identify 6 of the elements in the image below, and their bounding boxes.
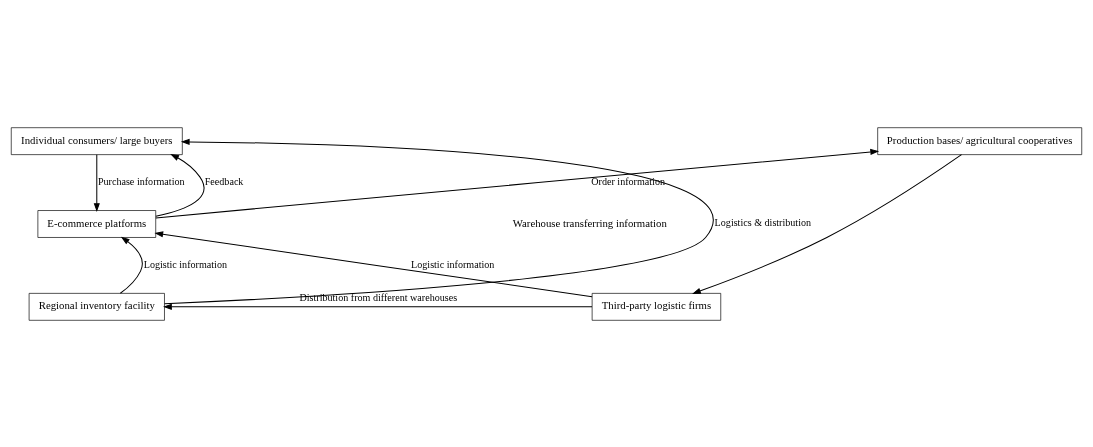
edge-label: Purchase information <box>97 175 185 187</box>
edge-label: Logistic information <box>411 258 495 270</box>
edge-label: Logistics & distribution <box>714 216 812 228</box>
label: Warehouse transferring information <box>512 216 667 229</box>
edge-label: Logistic information <box>143 258 227 270</box>
edge-label: Feedback <box>204 175 244 187</box>
